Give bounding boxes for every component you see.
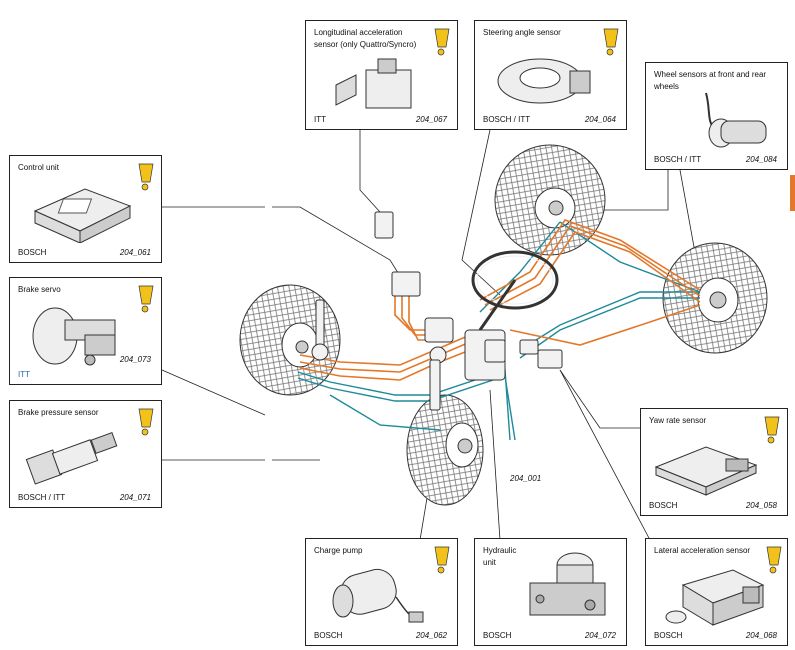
charge-pump-box: Charge pump BOSCH 204_062 — [305, 538, 458, 646]
box-title: Steering angle sensor — [483, 28, 561, 37]
box-title: Longitudinal acceleration sensor (only Q… — [314, 28, 417, 49]
longitudinal-sensor-illustration — [335, 58, 412, 109]
warning-badge-icon — [598, 27, 620, 62]
warning-badge-icon — [133, 162, 155, 197]
box-title: Hydraulic unit — [483, 546, 517, 567]
warning-badge-icon — [429, 545, 451, 580]
brake-servo-illustration — [32, 307, 116, 366]
box-title: Charge pump — [314, 546, 363, 555]
wheel-sensor-illustration — [705, 92, 767, 148]
box-maker: BOSCH — [483, 631, 512, 640]
steering-sensor-illustration — [497, 58, 591, 104]
control-unit-illustration — [33, 188, 132, 243]
wheel-rear-left — [239, 284, 341, 396]
box-title: Brake pressure sensor — [18, 408, 99, 417]
longitudinal-acc-box: Longitudinal acceleration sensor (only Q… — [305, 20, 458, 130]
warning-badge-icon — [759, 415, 781, 450]
yaw-sensor-illustration — [654, 446, 758, 496]
yaw-rate-box: Yaw rate sensor BOSCH 204_058 — [640, 408, 788, 516]
box-maker: BOSCH — [18, 248, 47, 257]
box-maker: ITT — [314, 115, 326, 124]
warning-badge-icon — [429, 27, 451, 62]
box-code: 204_071 — [119, 493, 151, 502]
box-title: Wheel sensors at front and rear wheels — [654, 70, 767, 91]
components — [311, 211, 563, 411]
section-tab — [790, 175, 795, 211]
box-title: Yaw rate sensor — [649, 416, 707, 425]
box-maker: ITT — [18, 370, 30, 379]
wheel-front-left — [406, 394, 484, 506]
box-code: 204_068 — [745, 631, 777, 640]
box-code: 204_061 — [119, 248, 151, 257]
box-title: Control unit — [18, 163, 59, 172]
control-unit-box: Control unit BOSCH 204_061 — [9, 155, 162, 263]
box-maker: BOSCH / ITT — [18, 493, 66, 502]
warning-badge-icon — [761, 545, 783, 580]
diagram-code: 204_001 — [510, 474, 542, 483]
box-maker: BOSCH / ITT — [483, 115, 531, 124]
box-code: 204_073 — [119, 355, 151, 364]
hydraulic-unit-illustration — [529, 552, 606, 616]
warning-badge-icon — [133, 284, 155, 319]
hydraulic-unit-box: Hydraulic unit BOSCH 204_072 — [474, 538, 627, 646]
box-code: 204_067 — [415, 115, 447, 124]
box-code: 204_084 — [745, 155, 777, 164]
box-code: 204_064 — [584, 115, 616, 124]
lateral-sensor-illustration — [665, 569, 765, 626]
box-code: 204_062 — [415, 631, 447, 640]
warning-badge-icon — [133, 407, 155, 442]
pressure-sensor-illustration — [25, 432, 118, 485]
box-title: Brake servo — [18, 285, 61, 294]
brake-lines — [299, 219, 701, 381]
box-code: 204_058 — [745, 501, 777, 510]
wheel-sensors-box: Wheel sensors at front and rear wheels B… — [645, 62, 788, 170]
box-maker: BOSCH — [649, 501, 678, 510]
brake-servo-box: Brake servo ITT 204_073 — [9, 277, 162, 385]
steering-angle-box: Steering angle sensor BOSCH / ITT 204_06… — [474, 20, 627, 130]
box-maker: BOSCH — [314, 631, 343, 640]
box-code: 204_072 — [584, 631, 616, 640]
box-title: Lateral acceleration sensor — [654, 546, 751, 555]
brake-pressure-box: Brake pressure sensor BOSCH / ITT 204_07… — [9, 400, 162, 508]
charge-pump-illustration — [332, 568, 424, 623]
box-maker: BOSCH / ITT — [654, 155, 702, 164]
lateral-acc-box: Lateral acceleration sensor BOSCH 204_06… — [645, 538, 788, 646]
wheel-rear-right — [494, 144, 606, 256]
box-maker: BOSCH — [654, 631, 683, 640]
steering-wheel — [471, 250, 559, 331]
